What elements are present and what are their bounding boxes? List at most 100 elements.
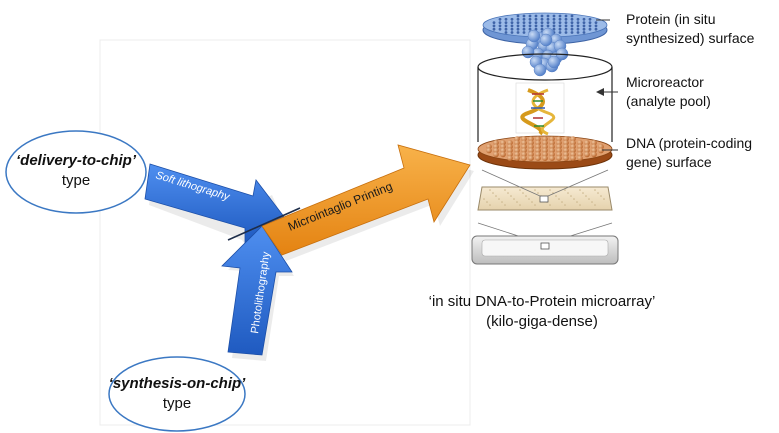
surface-dot [598, 147, 604, 154]
protein-bead [527, 29, 541, 43]
surface-dot [500, 140, 506, 146]
surface-dot [552, 24, 556, 28]
slide-speckle [570, 195, 572, 197]
surface-dot [528, 14, 532, 18]
slide-speckle [564, 204, 566, 206]
surface-dot [563, 155, 569, 161]
slide-speckle [549, 204, 551, 206]
slide-speckle [531, 201, 533, 203]
dna-surface-dots [486, 136, 604, 161]
surface-dot [570, 14, 574, 18]
delivery-ellipse [5, 130, 147, 214]
surface-dot [510, 21, 514, 24]
surface-dot [549, 140, 555, 146]
slide-speckle [600, 195, 602, 197]
background-frame [99, 39, 471, 426]
surface-dot [528, 155, 534, 161]
surface-dot [504, 17, 508, 21]
slide-texture [483, 189, 605, 206]
slide-speckle [525, 195, 527, 197]
surface-dot [521, 155, 527, 161]
slide-speckle [522, 192, 524, 194]
surface-dot [594, 27, 598, 31]
surface-dot [516, 24, 520, 28]
protein-bead [533, 63, 547, 77]
arrow-seam [227, 207, 301, 241]
dna-label-line1: DNA (protein-coding [626, 135, 753, 151]
microintaglio-arrow [261, 144, 471, 256]
surface-dot [563, 140, 569, 146]
surface-dot [588, 21, 592, 24]
surface-dot [535, 155, 541, 161]
surface-dot [528, 140, 534, 146]
surface-dot [558, 31, 562, 34]
surface-dot [542, 155, 548, 161]
surface-dot [514, 155, 520, 161]
surface-dot [493, 147, 499, 154]
surface-dot [535, 147, 541, 154]
slide-spot-marker [539, 195, 549, 203]
surface-dot [534, 21, 538, 24]
delivery-type: type [61, 172, 91, 189]
surface-dot [588, 27, 592, 31]
slide-speckle [576, 201, 578, 203]
surface-dot [522, 14, 526, 18]
surface-dot [564, 31, 568, 34]
synthesis-ellipse [108, 356, 246, 432]
protein-bead [547, 55, 561, 69]
slide-speckle [558, 198, 560, 200]
surface-dot [582, 31, 586, 34]
surface-dot [584, 140, 590, 146]
slide-speckle [516, 201, 518, 203]
surface-dot [534, 24, 538, 28]
surface-dot [591, 140, 597, 146]
surface-dot [588, 17, 592, 21]
surface-dot [498, 21, 502, 24]
surface-dot [522, 21, 526, 24]
surface-dot [522, 24, 526, 28]
surface-dot [540, 17, 544, 21]
slide-speckle [579, 189, 581, 191]
protein-label-line2: synthesized) surface [626, 30, 755, 46]
surface-dot [576, 27, 580, 31]
surface-dot [564, 27, 568, 31]
caption-line1: ‘in situ DNA-to-Protein microarray’ [428, 293, 656, 310]
surface-dot [516, 17, 520, 21]
zoom-line-2 [547, 169, 609, 197]
surface-dot [577, 155, 583, 161]
surface-dot [534, 14, 538, 18]
surface-dot [540, 21, 544, 24]
slide-speckle [534, 189, 536, 191]
surface-dot [516, 14, 520, 18]
dna-label-line2: gene) surface [626, 154, 712, 170]
surface-dot [528, 24, 532, 28]
surface-dot [504, 21, 508, 24]
surface-dot [570, 27, 574, 31]
dna-helix [520, 88, 556, 136]
surface-dot [570, 155, 576, 161]
surface-dot [558, 17, 562, 21]
surface-dot [492, 27, 496, 31]
slide-speckle [594, 204, 596, 206]
surface-dot [528, 21, 532, 24]
surface-dot [540, 24, 544, 28]
surface-dot [504, 27, 508, 31]
surface-dot [528, 17, 532, 21]
surface-dot [546, 14, 550, 18]
surface-dot [514, 147, 520, 154]
slide-speckle [492, 192, 494, 194]
surface-dot [540, 14, 544, 18]
surface-dot [534, 17, 538, 21]
surface-dot [588, 24, 592, 28]
protein-surface-label: Protein (in situ synthesized) surface [626, 10, 754, 48]
photo-litho-arrow [221, 225, 293, 356]
surface-dot [546, 24, 550, 28]
slide-speckle [495, 195, 497, 197]
protein-bead [521, 45, 535, 59]
surface-dot [576, 21, 580, 24]
surface-dot [556, 147, 562, 154]
surface-dot [493, 140, 499, 146]
surface-dot [504, 24, 508, 28]
synthesis-label-block: ‘synthesis-on-chip’ type [107, 374, 247, 414]
slide-speckle [588, 198, 590, 200]
